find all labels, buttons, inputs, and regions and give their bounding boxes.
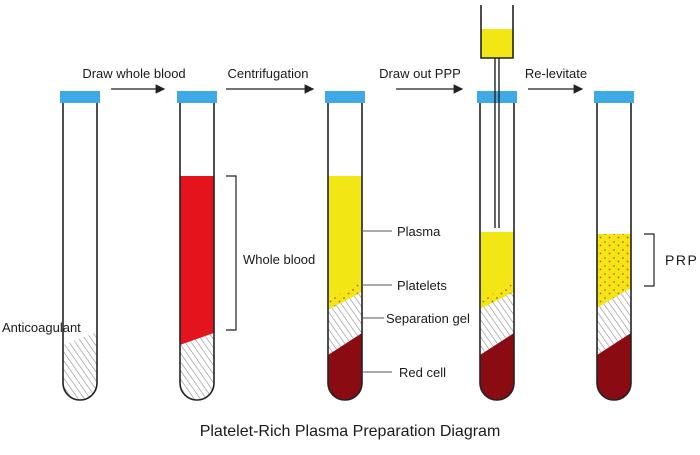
diagram-title: Platelet-Rich Plasma Preparation Diagram: [200, 423, 501, 440]
plasma-layer: [480, 232, 514, 300]
anticoagulant-layer: [63, 332, 97, 400]
tube-anticoagulant: [60, 91, 100, 401]
red-cell-layer: [480, 333, 514, 400]
plasma-layer: [328, 176, 362, 300]
tube-cap: [594, 91, 634, 103]
tube-whole-blood: [177, 91, 217, 401]
red-cell-layer: [328, 333, 362, 400]
syringe-icon: [480, 5, 514, 228]
tube-centrifuged: [325, 91, 365, 401]
step-label-centrifugation: Centrifugation: [228, 66, 309, 81]
red-cell-label: Red cell: [399, 365, 446, 380]
step-label-re-levitate: Re-levitate: [525, 66, 587, 81]
tube-cap: [477, 91, 517, 103]
separation-gel-label: Separation gel: [386, 311, 470, 326]
tube-prp: [594, 91, 634, 401]
tube-ppp-drawn: [477, 5, 517, 401]
platelet-layer: [480, 283, 514, 309]
step-label-draw-whole-blood: Draw whole blood: [82, 66, 185, 81]
whole-blood-layer: [180, 176, 214, 345]
prp-bracket: [644, 233, 655, 287]
whole-blood-bracket: [226, 175, 237, 331]
platelets-label: Platelets: [397, 278, 447, 293]
step-label-draw-out-ppp: Draw out PPP: [379, 66, 461, 81]
anticoagulant-label: Anticoagulant: [2, 320, 81, 335]
separation-gel-layer: [597, 288, 631, 355]
separation-gel-layer: [328, 292, 362, 355]
prp-layer: [597, 234, 631, 308]
anticoagulant-layer: [180, 333, 214, 400]
platelet-layer: [328, 282, 362, 310]
prp-label: PRP: [665, 252, 698, 268]
red-cell-layer: [597, 333, 631, 400]
whole-blood-label: Whole blood: [243, 252, 315, 267]
tube-cap: [177, 91, 217, 103]
tube-cap: [325, 91, 365, 103]
plasma-label: Plasma: [397, 224, 441, 239]
separation-gel-layer: [480, 292, 514, 355]
tube-cap: [60, 91, 100, 103]
